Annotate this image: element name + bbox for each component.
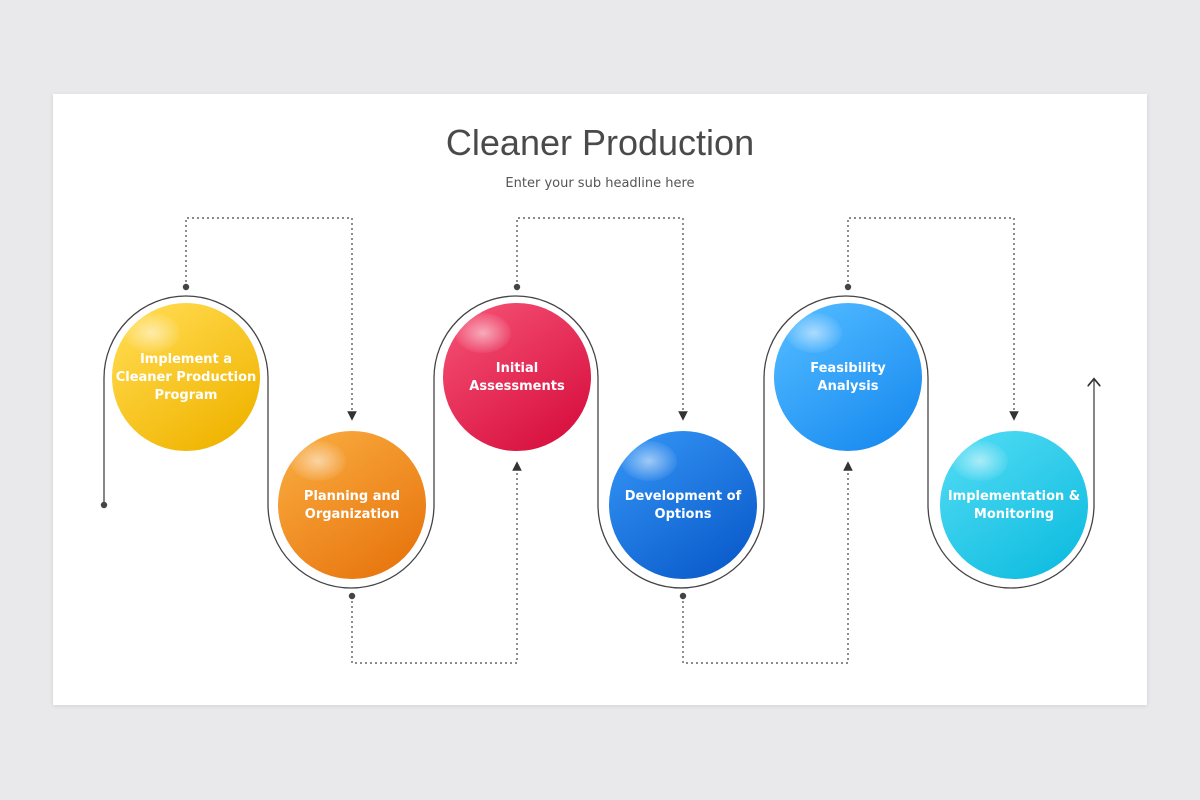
- step-label-4-line-2: Options: [655, 507, 712, 522]
- gloss-highlight: [952, 441, 1008, 481]
- dotted-loop-bottom-2: [682, 461, 853, 664]
- flow-wave-line: [103, 295, 1094, 589]
- step-label-6-line-2: Monitoring: [974, 507, 1054, 522]
- gloss-highlight: [621, 441, 677, 481]
- dotted-loop-top-1: [185, 217, 357, 421]
- step-node-6: Implementation & Monitoring: [940, 431, 1088, 579]
- step-label-5-line-1: Feasibility: [810, 361, 886, 376]
- gloss-highlight: [786, 313, 842, 353]
- page-title: Cleaner Production: [445, 122, 755, 163]
- step-label-2-line-2: Organization: [305, 507, 399, 522]
- dotted-connectors: [185, 217, 1019, 664]
- dotted-loop-top-3: [847, 217, 1019, 421]
- gloss-highlight: [455, 313, 511, 353]
- step-node-4: Development of Options: [609, 431, 757, 579]
- connector-dots: [182, 283, 852, 600]
- step-label-3-line-1: Initial: [496, 361, 538, 376]
- page-subtitle: Enter your sub headline here: [505, 176, 695, 191]
- dotted-loop-top-2: [516, 217, 688, 421]
- step-label-2-line-1: Planning and: [304, 489, 400, 504]
- step-label-5-line-2: Analysis: [818, 379, 879, 394]
- flow-start-dot: [100, 501, 108, 509]
- gloss-highlight: [290, 441, 346, 481]
- step-label-1-line-2: Cleaner Production: [116, 370, 257, 385]
- step-label-1-line-3: Program: [155, 388, 218, 403]
- dotted-loop-bottom-1: [351, 461, 522, 664]
- step-label-3-line-2: Assessments: [469, 379, 565, 394]
- step-label-1-line-1: Implement a: [140, 352, 232, 367]
- gloss-highlight: [124, 313, 180, 353]
- step-label-4-line-1: Development of: [625, 489, 742, 504]
- step-label-6-line-1: Implementation &: [948, 489, 1080, 504]
